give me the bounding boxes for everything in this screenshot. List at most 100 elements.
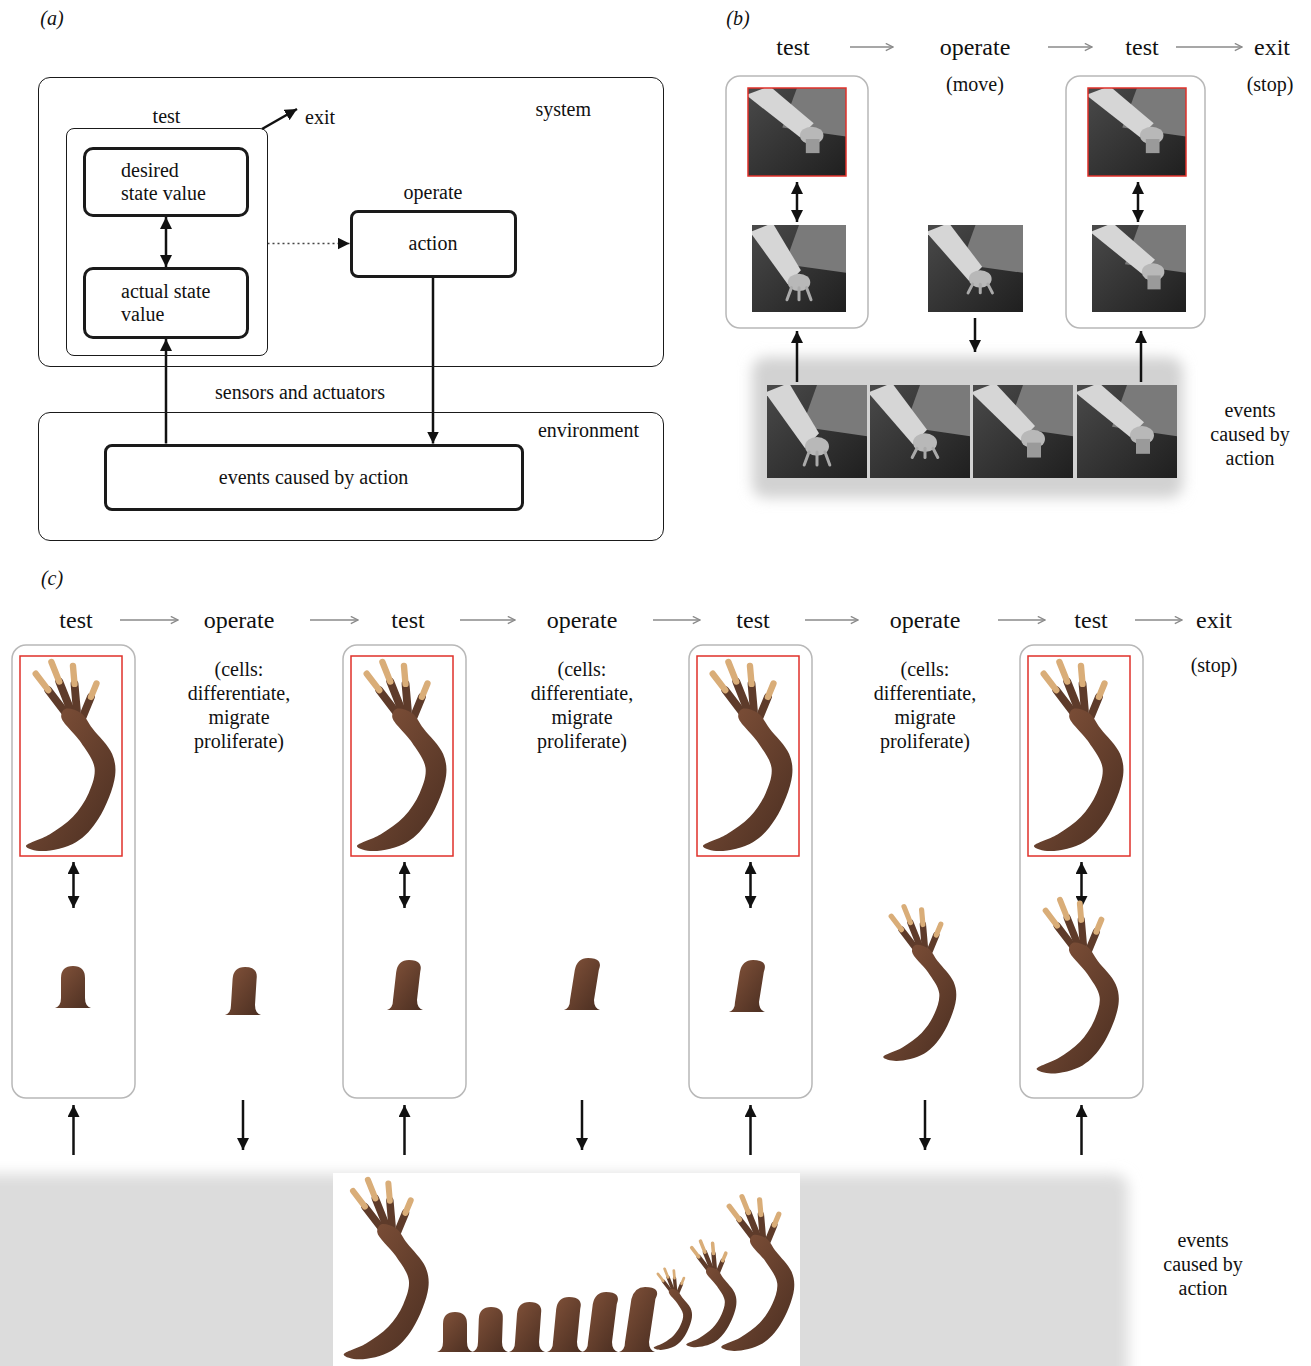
limb-drawing <box>703 662 793 851</box>
note-label: (stop) <box>1191 653 1238 677</box>
target-frame <box>1028 656 1130 856</box>
target-frame <box>20 656 122 856</box>
note-label: (cells: differentiate, migrate prolifera… <box>858 657 993 753</box>
note-label: (cells: differentiate, migrate prolifera… <box>172 657 307 753</box>
arm-photo <box>748 88 846 176</box>
target-frame <box>1088 88 1186 176</box>
frame-box <box>12 645 135 1098</box>
box-heading: environment <box>538 419 639 442</box>
limb-drawing <box>26 662 116 851</box>
panel-letter: (a) <box>40 6 63 30</box>
step-label: test <box>391 606 424 635</box>
box-label: events caused by action <box>219 466 408 489</box>
sequence-panel <box>333 1173 800 1366</box>
limb-bud <box>387 960 423 1010</box>
box-label: desired state value <box>121 159 211 205</box>
flow-arrow <box>242 1100 245 1150</box>
limb-drawing <box>1037 900 1119 1074</box>
flow-arrow <box>974 318 977 352</box>
note-label: (stop) <box>1247 72 1294 96</box>
flow-arrow <box>268 243 350 245</box>
limb-bud <box>547 1297 583 1352</box>
arm-photo <box>1092 225 1186 312</box>
test-box: testdesired state valueactual state valu… <box>66 128 268 356</box>
limb-bud <box>55 966 91 1008</box>
flow-arrow <box>1140 331 1143 382</box>
limb-drawing <box>357 662 447 851</box>
sequence-arrow <box>1048 46 1092 47</box>
limb-bud <box>225 967 261 1015</box>
flow-arrow <box>1080 1105 1083 1155</box>
target-frame <box>748 88 846 176</box>
sequence-arrow <box>1176 46 1242 47</box>
frame-box <box>343 645 466 1098</box>
step-label: operate <box>547 606 618 635</box>
sequence-arrow <box>805 619 858 620</box>
note-label: (cells: differentiate, migrate prolifera… <box>515 657 650 753</box>
box-label: actual state value <box>121 280 211 326</box>
arm-photo <box>767 385 867 478</box>
target-frame <box>351 656 453 856</box>
note-label: events caused by action <box>1200 398 1300 470</box>
limb-drawing <box>883 907 956 1061</box>
limb-drawing <box>686 1241 736 1347</box>
state-box: actual state value <box>83 267 249 339</box>
limb-bud <box>564 958 600 1010</box>
action-box: operateaction <box>350 210 517 278</box>
limb-bud <box>509 1302 545 1352</box>
step-label: exit <box>1196 606 1232 635</box>
note-label: exit <box>305 105 335 129</box>
flow-arrow <box>581 1100 584 1150</box>
flow-arrow <box>432 278 435 444</box>
flow-arrow <box>403 862 406 908</box>
sequence-arrow <box>850 46 893 47</box>
note-label: (move) <box>946 72 1004 96</box>
arm-photo <box>1077 385 1177 478</box>
target-frame <box>697 656 799 856</box>
step-label: test <box>1125 33 1158 62</box>
arm-photo <box>752 225 846 312</box>
step-label: operate <box>204 606 275 635</box>
frame-box <box>726 76 868 328</box>
sequence-arrow <box>120 619 178 620</box>
step-label: test <box>776 33 809 62</box>
flow-arrow <box>72 1105 75 1155</box>
limb-bud <box>619 1287 657 1352</box>
flow-arrow <box>403 1105 406 1155</box>
step-label: test <box>736 606 769 635</box>
arm-photo <box>1088 88 1186 176</box>
flow-arrow <box>72 862 75 908</box>
flow-arrow <box>749 862 752 908</box>
frame-box <box>1020 645 1143 1098</box>
flow-arrow <box>262 109 297 129</box>
step-label: operate <box>940 33 1011 62</box>
panel-letter: (b) <box>726 6 749 30</box>
limb-drawing <box>1034 662 1124 851</box>
event-band <box>0 1174 1128 1366</box>
limb-bud <box>472 1307 508 1352</box>
state-box: desired state value <box>83 147 249 217</box>
arm-photo <box>928 225 1023 312</box>
event-band <box>752 357 1183 498</box>
sequence-arrow <box>1135 619 1182 620</box>
flow-arrow <box>924 1100 927 1150</box>
note-label: events caused by action <box>1153 1228 1253 1300</box>
limb-bud <box>729 960 765 1012</box>
sequence-arrow <box>653 619 700 620</box>
flow-arrow <box>796 182 799 222</box>
box-label: action <box>409 232 458 255</box>
step-label: operate <box>890 606 961 635</box>
step-label: test <box>1074 606 1107 635</box>
panel-letter: (c) <box>41 566 63 590</box>
sequence-arrow <box>460 619 515 620</box>
box-heading: system <box>535 98 591 121</box>
flow-arrow <box>749 1105 752 1155</box>
arm-photo <box>870 385 970 478</box>
step-label: exit <box>1254 33 1290 62</box>
limb-drawing <box>344 1180 429 1360</box>
environment-box: environment events caused by action <box>38 412 664 541</box>
sequence-arrow <box>998 619 1045 620</box>
box-heading: operate <box>404 181 463 204</box>
note-label: sensors and actuators <box>215 380 385 404</box>
frame-box <box>689 645 812 1098</box>
